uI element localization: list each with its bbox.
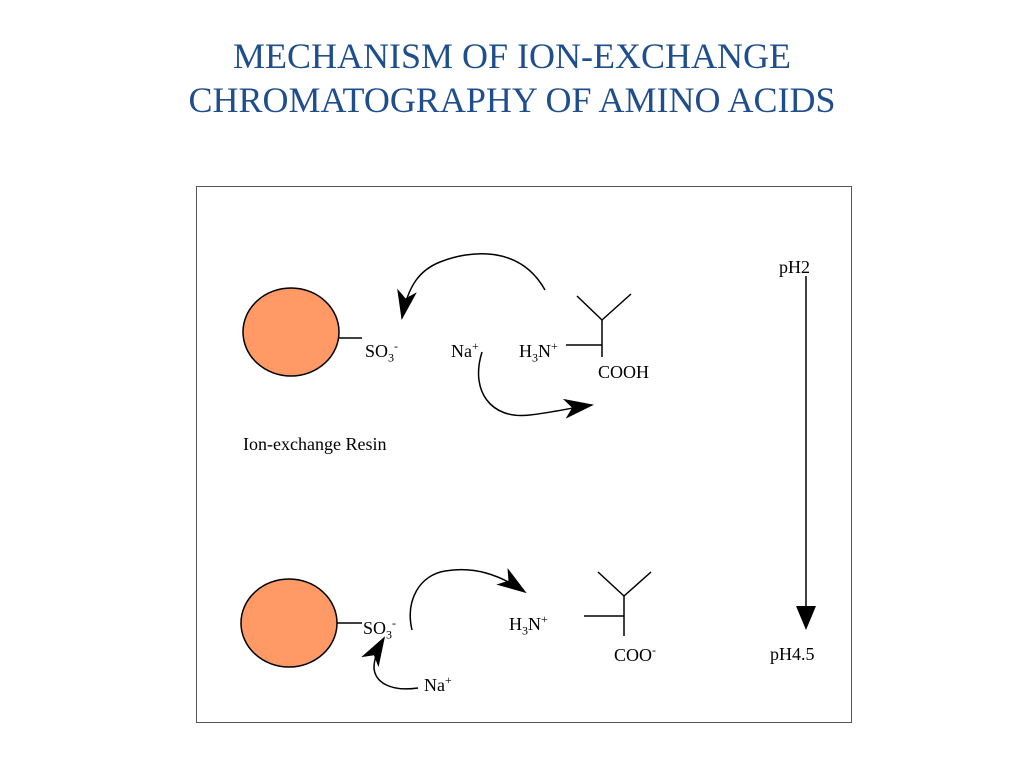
diagram-panel [196,186,852,723]
sulfonate-subscript: 3 [388,350,395,365]
amino-n: N [528,614,541,634]
carboxylate-charge: - [652,643,657,657]
side-chain-right-top [601,293,632,321]
amino-charge: + [551,339,558,353]
sulfonate-group-top: SO3- [365,336,398,368]
exchange-arrow-top-in [397,253,546,320]
sulfonate-subscript: 3 [386,627,393,642]
sodium-charge: + [472,339,479,353]
sodium-base: Na [424,675,445,695]
resin-label: Ion-exchange Resin [243,434,387,454]
ph-end-label: pH4.5 [770,644,815,664]
carboxylate-base: COO [614,645,653,665]
side-chain-left-bottom [597,571,625,597]
ph-start-label: pH2 [779,257,810,277]
carboxyl-group-top: COOH [598,362,650,382]
sulfonate-group-bottom: SO3- [363,613,396,645]
sulfonate-base: SO [363,618,387,638]
resin-bead-bottom [240,578,338,668]
page-title: MECHANISM OF ION-EXCHANGE CHROMATOGRAPHY… [0,34,1024,122]
amino-group-top: H3N+ [519,336,558,368]
amino-n: N [538,341,551,361]
amino-h: H [519,341,532,361]
exchange-arrow-top-out [477,351,594,419]
title-line-1: MECHANISM OF ION-EXCHANGE [233,36,791,76]
exchange-arrow-bottom-in [361,636,419,690]
ph-gradient-arrowhead [796,606,816,630]
amino-h: H [509,614,522,634]
resin-bead-top [242,287,340,377]
amino-charge: + [541,612,548,626]
sodium-charge: + [445,673,452,687]
sulfonate-base: SO [365,341,389,361]
side-chain-right-bottom [623,571,652,597]
sulfonate-charge: - [394,339,399,353]
sodium-ion-bottom: Na+ [424,670,452,695]
amino-subscript: 3 [532,350,538,365]
carboxylate-group-bottom: COO- [614,640,656,665]
title-line-2: CHROMATOGRAPHY OF AMINO ACIDS [188,80,836,120]
side-chain-left-top [576,295,603,321]
exchange-arrow-bottom-out [409,567,527,631]
amino-subscript: 3 [522,623,528,638]
amino-group-bottom: H3N+ [509,609,548,641]
sulfonate-charge: - [392,616,397,630]
sodium-base: Na [451,341,472,361]
sodium-ion-top: Na+ [451,336,479,361]
